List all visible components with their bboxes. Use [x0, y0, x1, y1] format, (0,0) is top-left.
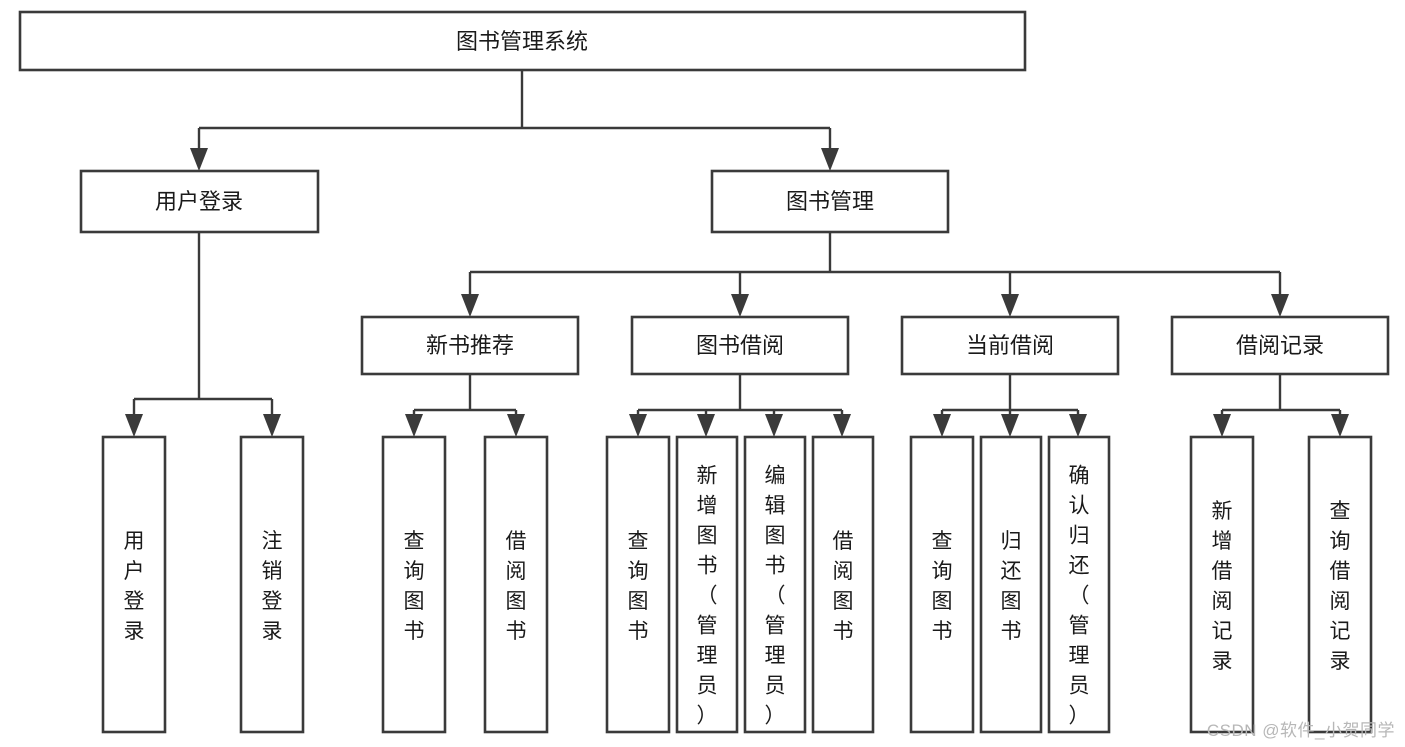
node-book-manage-label: 图书管理: [786, 189, 874, 214]
node-borrow-record[interactable]: 借阅记录: [1170, 315, 1390, 376]
node-leaf-query-book-3-box[interactable]: [909, 435, 975, 734]
arrowhead-current-borrow: [1001, 294, 1019, 317]
node-leaf-add-book-label: 新增图书（管理员）: [697, 464, 718, 727]
node-leaf-confirm-return[interactable]: [1047, 435, 1111, 734]
connector-group-new-book-rec: [405, 374, 525, 437]
arrowhead-book-manage: [821, 148, 839, 171]
node-leaf-return-book[interactable]: [979, 435, 1043, 734]
node-new-book-rec[interactable]: 新书推荐: [360, 315, 580, 376]
node-user-login[interactable]: 用户登录: [79, 169, 320, 234]
node-root-box[interactable]: [18, 10, 1027, 72]
node-borrow-record-box[interactable]: [1170, 315, 1390, 376]
node-leaf-edit-book[interactable]: [743, 435, 807, 734]
node-leaf-query-book-2-label: 查询图书: [628, 530, 649, 643]
node-leaf-logout-login-box[interactable]: [239, 435, 305, 734]
node-leaf-confirm-return-box[interactable]: [1047, 435, 1111, 734]
node-leaf-return-book-label: 归还图书: [1001, 530, 1022, 643]
node-book-manage-box[interactable]: [710, 169, 950, 234]
connector-group-user-login: [125, 232, 281, 437]
arrowhead-leaf-add-record: [1213, 414, 1231, 437]
arrowhead-leaf-borrow-book-2: [833, 414, 851, 437]
arrowhead-leaf-logout-login: [263, 414, 281, 437]
node-book-manage[interactable]: 图书管理: [710, 169, 950, 234]
node-leaf-confirm-return-label: 确认归还（管理员）: [1069, 464, 1090, 727]
arrowhead-user-login: [190, 148, 208, 171]
node-book-borrow-label: 图书借阅: [696, 333, 784, 358]
node-leaf-borrow-book-1-box[interactable]: [483, 435, 549, 734]
node-new-book-rec-label: 新书推荐: [426, 333, 514, 358]
arrowhead-new-book-rec: [461, 294, 479, 317]
node-leaf-query-book-1-box[interactable]: [381, 435, 447, 734]
node-leaf-user-login[interactable]: [101, 435, 167, 734]
connector-group-borrow-record: [1213, 374, 1349, 437]
node-borrow-record-label: 借阅记录: [1236, 333, 1324, 358]
arrowhead-leaf-add-book: [697, 414, 715, 437]
node-leaf-return-book-box[interactable]: [979, 435, 1043, 734]
node-book-borrow-box[interactable]: [630, 315, 850, 376]
node-leaf-query-book-3-label: 查询图书: [932, 530, 953, 643]
connector-group-root: [190, 70, 839, 171]
node-leaf-borrow-book-1-label: 借阅图书: [506, 530, 527, 643]
node-leaf-query-book-1-label: 查询图书: [404, 530, 425, 643]
node-leaf-query-book-2[interactable]: [605, 435, 671, 734]
arrowhead-leaf-query-record: [1331, 414, 1349, 437]
node-leaf-query-book-1[interactable]: [381, 435, 447, 734]
node-leaf-add-book-box[interactable]: [675, 435, 739, 734]
arrowhead-borrow-record: [1271, 294, 1289, 317]
node-leaf-edit-book-box[interactable]: [743, 435, 807, 734]
node-leaf-add-book[interactable]: [675, 435, 739, 734]
node-leaf-query-record-box[interactable]: [1307, 435, 1373, 734]
arrowhead-leaf-edit-book: [765, 414, 783, 437]
node-leaf-borrow-book-2[interactable]: [811, 435, 875, 734]
node-root-label: 图书管理系统: [456, 29, 588, 54]
leaf-label-layer: 用户登录 注销登录 查询图书 借阅图书 查询图书 新增图书（管理员） 编辑图书（管理员） 借阅…: [124, 464, 1351, 727]
node-leaf-logout-login[interactable]: [239, 435, 305, 734]
node-user-login-box[interactable]: [79, 169, 320, 234]
connector-group-current-borrow: [933, 374, 1087, 437]
node-new-book-rec-box[interactable]: [360, 315, 580, 376]
node-current-borrow[interactable]: 当前借阅: [900, 315, 1120, 376]
arrowhead-leaf-query-book-1: [405, 414, 423, 437]
node-leaf-add-record-label: 新增借阅记录: [1212, 500, 1233, 673]
arrowhead-leaf-confirm-return: [1069, 414, 1087, 437]
connector-group-book-manage: [461, 232, 1289, 317]
node-leaf-borrow-book-1[interactable]: [483, 435, 549, 734]
node-leaf-borrow-book-2-label: 借阅图书: [833, 530, 854, 643]
arrowhead-book-borrow: [731, 294, 749, 317]
arrowhead-leaf-query-book-2: [629, 414, 647, 437]
node-leaf-user-login-box[interactable]: [101, 435, 167, 734]
csdn-watermark: CSDN @软件_小贺同学: [1206, 721, 1395, 740]
node-leaf-edit-book-label: 编辑图书（管理员）: [765, 464, 786, 727]
node-user-login-label: 用户登录: [155, 189, 243, 214]
arrowhead-leaf-return-book: [1001, 414, 1019, 437]
node-root[interactable]: 图书管理系统: [18, 10, 1027, 72]
node-leaf-add-record[interactable]: [1189, 435, 1255, 734]
arrowhead-leaf-query-book-3: [933, 414, 951, 437]
node-leaf-query-record-label: 查询借阅记录: [1330, 500, 1351, 673]
node-current-borrow-box[interactable]: [900, 315, 1120, 376]
node-leaf-query-book-2-box[interactable]: [605, 435, 671, 734]
connector-group-book-borrow: [629, 374, 851, 437]
node-leaf-query-record[interactable]: [1307, 435, 1373, 734]
node-leaf-user-login-label: 用户登录: [124, 530, 145, 643]
node-leaf-add-record-box[interactable]: [1189, 435, 1255, 734]
node-leaf-logout-login-label: 注销登录: [262, 530, 283, 643]
node-leaf-query-book-3[interactable]: [909, 435, 975, 734]
arrowhead-leaf-user-login: [125, 414, 143, 437]
node-current-borrow-label: 当前借阅: [966, 333, 1054, 358]
arrowhead-leaf-borrow-book-1: [507, 414, 525, 437]
node-book-borrow[interactable]: 图书借阅: [630, 315, 850, 376]
node-leaf-borrow-book-2-box[interactable]: [811, 435, 875, 734]
